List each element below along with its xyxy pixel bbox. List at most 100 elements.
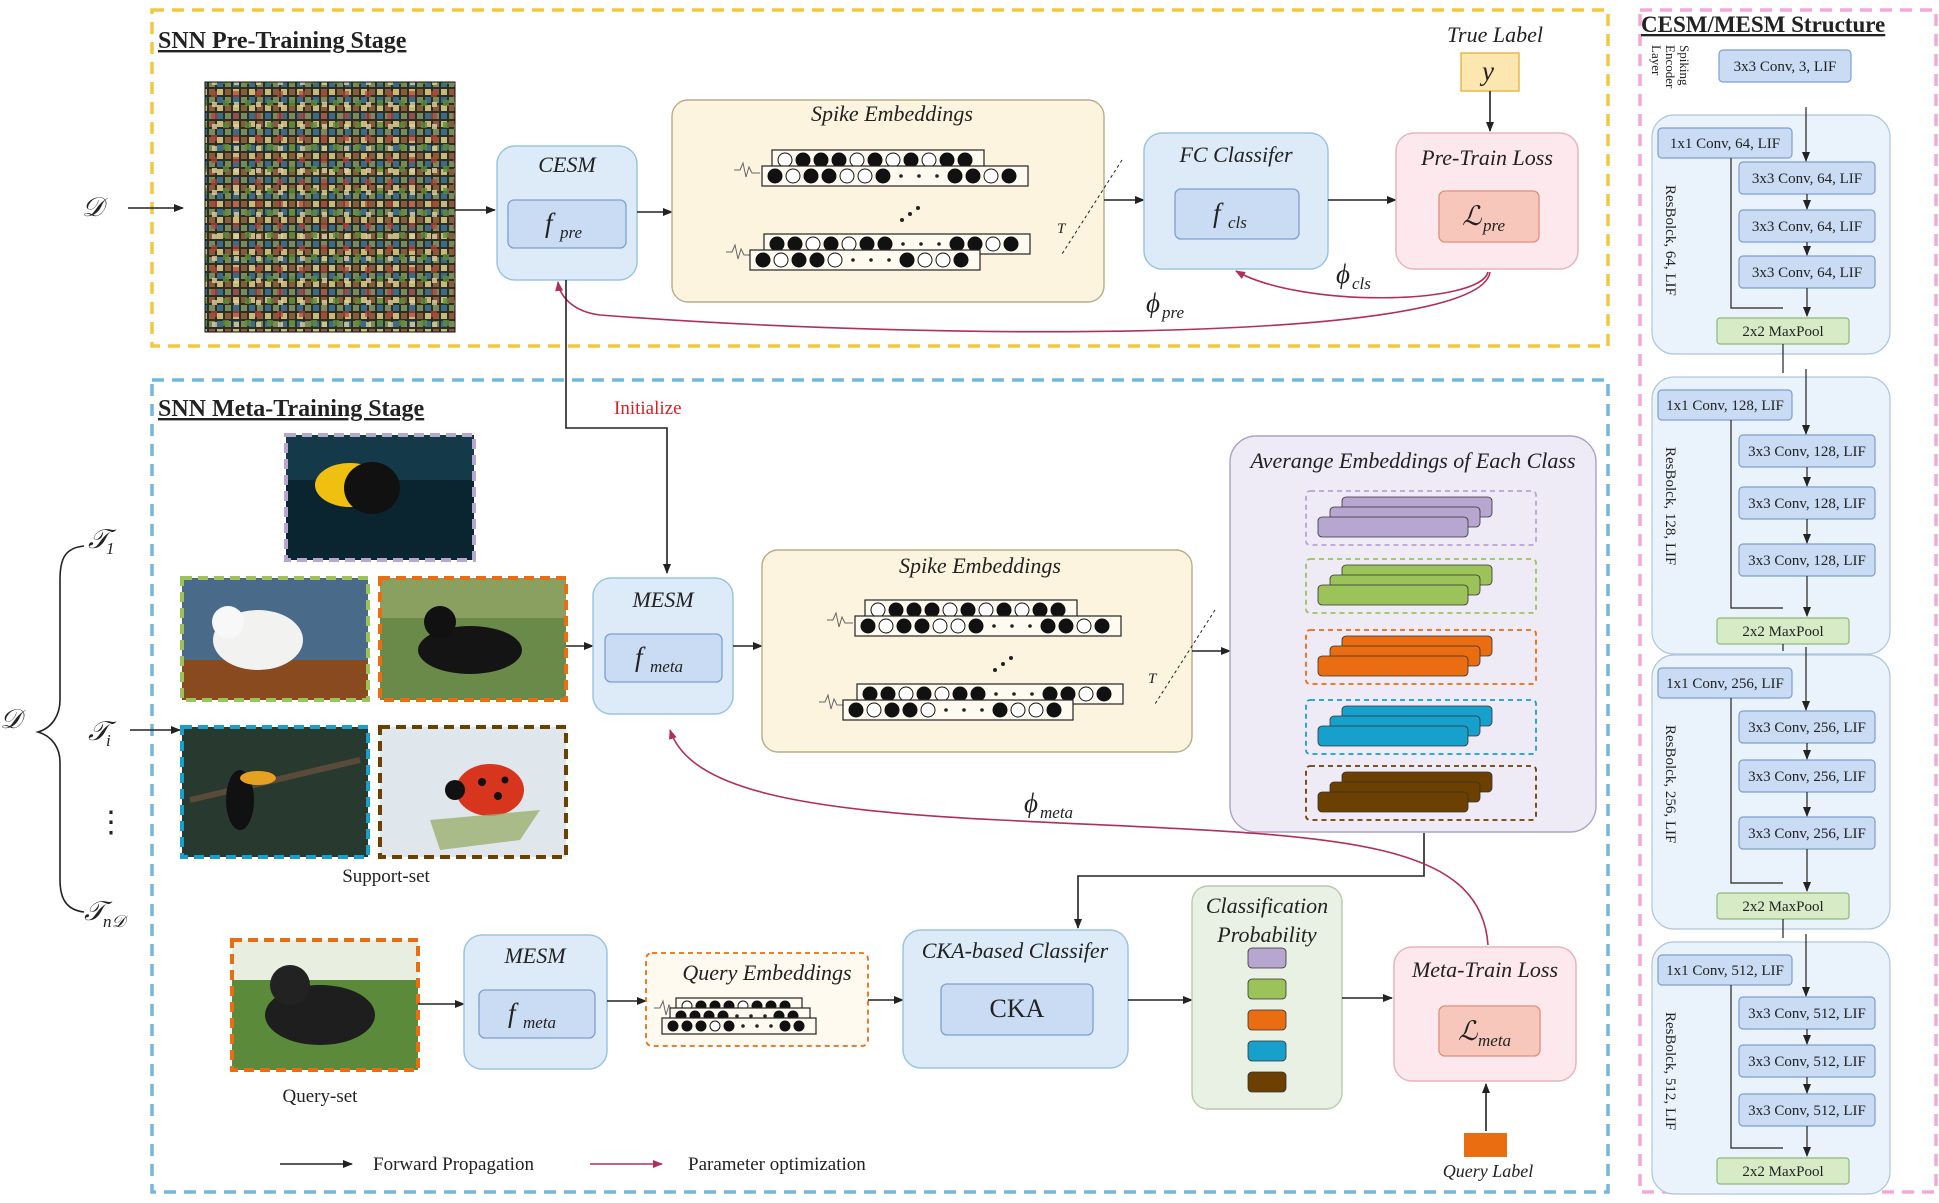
ellipsis-dot [851,258,855,262]
class-embedding-bar [1317,725,1469,747]
maxpool-label: 2x2 MaxPool [1742,899,1823,915]
spike-empty [920,702,936,718]
f-meta-query-symbol: f [508,998,519,1028]
meta-title: SNN Meta-Training Stage [158,396,425,422]
conv-label: 3x3 Conv, 512, LIF [1748,1103,1866,1119]
probability-cell [1247,1040,1287,1062]
pretrain-title: SNN Pre-Training Stage [158,28,407,54]
spike-empty [932,618,948,634]
query-label-text: Query Label [1443,1161,1533,1181]
cka-classifier-module: CKA-based Classifer CKA [902,929,1129,1069]
spike-filled [888,602,904,618]
spike-filled [903,152,919,168]
meta-T-label: T [1148,671,1158,687]
spike-filled [1060,686,1076,702]
spike-filled [906,602,922,618]
class-embedding-bar [1317,584,1469,606]
task-dots: ⋮ [96,806,126,839]
resblock-side-label: ResBolck, 64, LIF [1662,185,1678,296]
ellipsis-dot [887,258,891,262]
layer-ellipsis-dot [900,218,904,222]
spike-empty [773,252,789,268]
L-pre-symbol: ℒ [1462,201,1482,231]
cka-label: CKA [990,994,1045,1023]
spike-filled [960,602,976,618]
class-embedding-bar [1317,791,1469,813]
conv-label: 3x3 Conv, 128, LIF [1748,444,1866,460]
resblock-side-label: ResBolck, 256, LIF [1662,725,1678,843]
arrow-average-to-cka [1074,833,1425,929]
spike-filled [939,152,955,168]
class-embedding-frame [1305,765,1537,821]
ellipsis-dot [869,258,873,262]
spike-empty [942,602,958,618]
spike-empty [841,236,857,252]
spike-empty [985,236,1001,252]
encoder-line2: Encoder [1663,45,1678,89]
pretrain-spike-embeddings: Spike Embeddings T [671,99,1123,303]
spike-empty [1028,702,1044,718]
L-meta-symbol: ℒ [1458,1016,1478,1046]
spike-filled [967,236,983,252]
pretrain-loss-label: Pre-Train Loss [1420,145,1553,170]
conv-label: 3x3 Conv, 256, LIF [1748,826,1866,842]
spike-filled [821,168,837,184]
ellipsis-dot [749,1014,753,1018]
spike-filled [914,618,930,634]
meta-loss-label: Meta-Train Loss [1411,957,1558,982]
probability-cell [1247,978,1287,1000]
spike-filled [957,152,973,168]
spike-filled [791,252,807,268]
spike-filled [667,1020,679,1032]
skip-wire [1730,698,1783,884]
conv-label: 3x3 Conv, 256, LIF [1748,720,1866,736]
pretrain-stage: SNN Pre-Training Stage 𝒟 CESM f pre Spik… [82,8,1610,348]
spike-empty [866,702,882,718]
spike-filled [902,702,918,718]
fc-classifier-module: FC Classifer f cls [1143,132,1329,270]
ellipsis-dot [735,1014,739,1018]
true-label-y: y [1479,56,1494,86]
ellipsis-dot [980,708,984,712]
spike-filled [1003,236,1019,252]
spike-filled [1058,618,1074,634]
ellipsis-dot [1010,624,1014,628]
spike-filled [1032,602,1048,618]
maxpool-label: 2x2 MaxPool [1742,1164,1823,1180]
spike-filled [953,252,969,268]
spike-filled [970,686,986,702]
legend-forward-label: Forward Propagation [373,1154,534,1175]
layer-ellipsis-dot [1001,662,1005,666]
query-embeddings: Query Embeddings [645,952,869,1047]
conv-label: 3x3 Conv, 64, LIF [1752,265,1862,281]
spike-filled [723,1020,735,1032]
encoder-line1: Spiking [1677,45,1692,86]
cka-classifier-title: CKA-based Classifer [922,938,1109,963]
initialize-label: Initialize [614,398,682,419]
ellipsis-dot [899,174,903,178]
spike-filled [1094,618,1110,634]
skip-conv-label: 1x1 Conv, 256, LIF [1666,676,1784,692]
task-n-subscript: n𝒟 [103,912,129,931]
structure-title: CESM/MESM Structure [1641,12,1885,37]
spike-filled [860,618,876,634]
param-arrow-loss-to-mesm [669,729,1489,946]
layer-ellipsis-dot [916,206,920,210]
ellipsis-dot [1030,692,1034,696]
probability-cells [1247,947,1287,1093]
mesm-module: MESM f meta [592,577,734,715]
conv-label: 3x3 Conv, 64, LIF [1752,219,1862,235]
classification-probability: Classification Probability [1191,885,1343,1110]
encoder-line3: Layer [1649,45,1664,76]
spike-filled [947,168,963,184]
query-set-label: Query-set [283,1086,359,1107]
task-i-symbol: 𝒯 [88,716,117,746]
legend-param-label: Parameter optimization [688,1154,866,1175]
spike-filled [867,152,883,168]
meta-loss-module: Meta-Train Loss ℒ meta [1393,946,1577,1082]
spike-filled [795,152,811,168]
spike-filled [1042,686,1058,702]
ellipsis-dot [992,624,996,628]
f-pre-subscript: pre [559,223,582,242]
